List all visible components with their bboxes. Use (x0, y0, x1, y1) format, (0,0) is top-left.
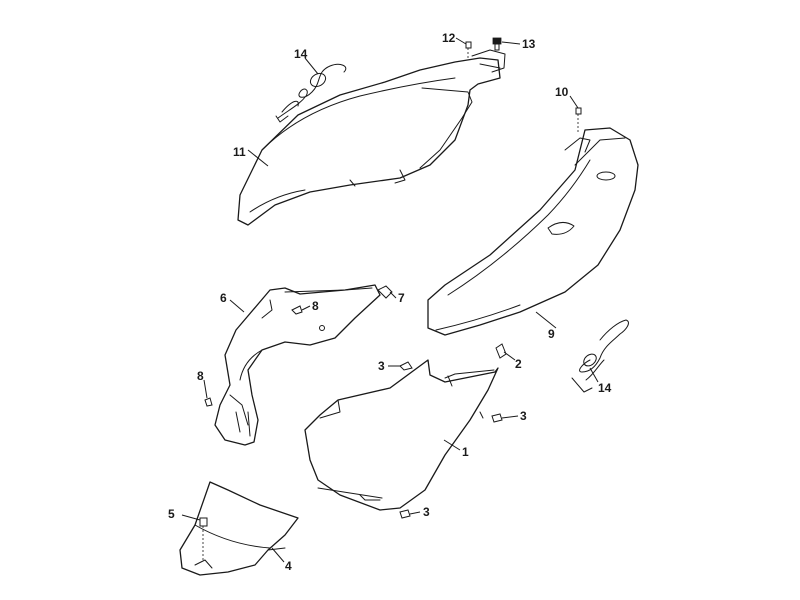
part-9-rear-body-cover (427, 127, 639, 336)
callout-3-b: 3 (520, 409, 527, 423)
leader-lines (181, 37, 599, 563)
callout-14-lower: 14 (598, 381, 612, 395)
callout-8-left: 8 (197, 369, 204, 383)
part-6-front-inner-panel (214, 284, 381, 446)
callout-13: 13 (522, 37, 536, 51)
part-3-screw-a (399, 361, 413, 371)
part-5-screw (199, 517, 208, 560)
part-8-screw-left (204, 397, 213, 407)
callout-2: 2 (515, 357, 522, 371)
callout-8-upper: 8 (312, 299, 319, 313)
callout-10: 10 (555, 85, 569, 99)
callout-3-a: 3 (378, 359, 385, 373)
part-3-screw-c (399, 509, 411, 519)
part-7-clip (377, 285, 393, 299)
callout-labels: 11 14 12 13 10 9 14 6 7 8 8 2 3 3 3 1 5 … (168, 31, 612, 573)
part-8-screw-upper (291, 305, 303, 315)
part-14-emblem-lower (571, 319, 629, 393)
part-2-clip (495, 343, 507, 359)
part-4-front-lower-cover (179, 481, 299, 576)
callout-6: 6 (220, 291, 227, 305)
part-1-lower-side-cover (304, 359, 499, 511)
part-11-upper-side-cover (237, 49, 506, 226)
callout-5: 5 (168, 507, 175, 521)
callout-9: 9 (548, 327, 555, 341)
callout-12: 12 (442, 31, 456, 45)
callout-4: 4 (285, 559, 292, 573)
part-10-screw (575, 107, 582, 132)
part-12-screw (465, 41, 472, 58)
part-14-emblem-upper (275, 63, 347, 123)
callout-1: 1 (462, 445, 469, 459)
callout-7: 7 (398, 291, 405, 305)
part-3-screw-b (491, 413, 503, 423)
part-13-bolt (492, 37, 502, 51)
callout-14-upper: 14 (294, 47, 308, 61)
callout-3-c: 3 (423, 505, 430, 519)
callout-11: 11 (233, 145, 246, 159)
